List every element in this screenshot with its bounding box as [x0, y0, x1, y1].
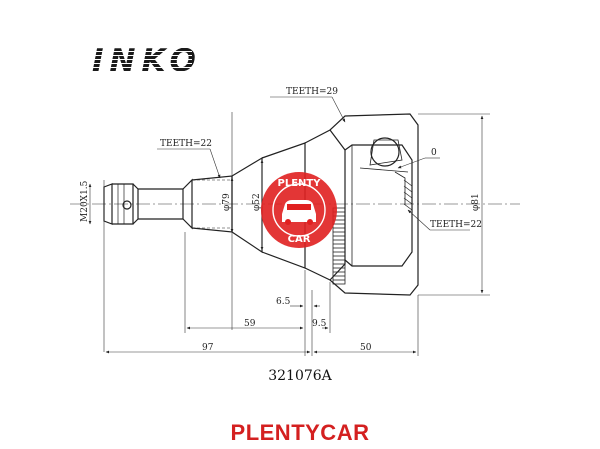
diam-79-label: φ79 [222, 193, 232, 211]
car-icon [282, 200, 316, 222]
dim-97-label: 97 [202, 343, 214, 353]
part-number: 321076A [268, 368, 332, 384]
dim-6-5-label: 6.5 [276, 297, 291, 307]
watermark-bottom-text: CAR [288, 234, 311, 245]
spline-hatch [403, 179, 413, 211]
teeth-left-label: TEETH=22 [160, 139, 212, 149]
plentycar-watermark: PLENTY CAR [261, 172, 337, 248]
teeth-top-label: TEETH=29 [286, 87, 338, 97]
shaft-hole [122, 200, 132, 210]
zero-label: 0 [431, 148, 437, 158]
thread-label: M20X1.5 [80, 180, 90, 222]
shaft-body [103, 175, 233, 233]
watermark-top-text: PLENTY [278, 178, 322, 189]
footer-brand: PLENTYCAR [230, 420, 370, 445]
dimension-lines [88, 96, 490, 356]
teeth-right-label: TEETH=22 [430, 220, 482, 230]
dim-59-label: 59 [244, 319, 256, 329]
dim-9-5-label: 9.5 [312, 319, 327, 329]
diam-52-label: φ52 [252, 193, 262, 211]
dim-50-label: 50 [360, 343, 372, 353]
diam-81-label: φ81 [471, 193, 481, 211]
